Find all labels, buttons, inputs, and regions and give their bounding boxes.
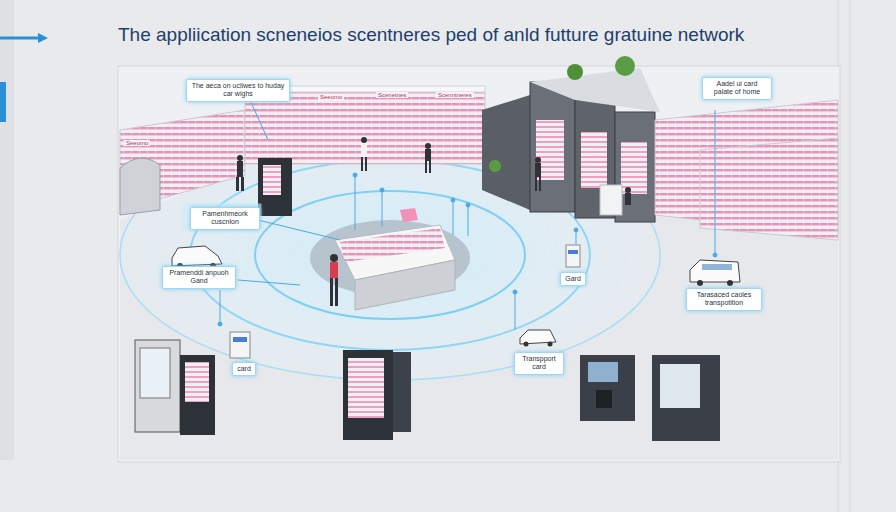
shelf-sign: Scenntneres [436,92,474,98]
callout-box: Pamenhmeork cuscnlon [190,207,260,230]
callout-box: Transpport card [514,352,564,375]
callout-box: Pramenddi anpuoh Gand [162,266,236,289]
callout-text: Tarasaced caoles transpotition [691,291,757,308]
callout-text: Pamenhmeork cuscnlon [195,210,255,227]
callout-box: Gard [560,272,586,286]
shelf-sign: Seeomo [124,140,150,146]
callout-box: Tarasaced caoles transpotition [686,288,762,311]
shelf-sign: Seeomo [318,94,344,100]
callout-text: Transpport card [519,355,559,372]
callout-box: card [232,362,256,376]
callout-text: card [237,365,251,373]
callout-text: Pramenddi anpuoh Gand [167,269,231,286]
callout-text: Aadel ui card palate of home [707,80,767,97]
callout-text: The aeca on ucliwes to huday car wighs [191,82,285,99]
callout-box: Aadel ui card palate of home [702,77,772,100]
diagram-title: The appliication scneneios scentneres pe… [118,24,744,46]
callout-box: The aeca on ucliwes to huday car wighs [186,79,290,102]
callout-text: Gard [565,275,581,283]
shelf-sign: Scenetnes [376,92,408,98]
